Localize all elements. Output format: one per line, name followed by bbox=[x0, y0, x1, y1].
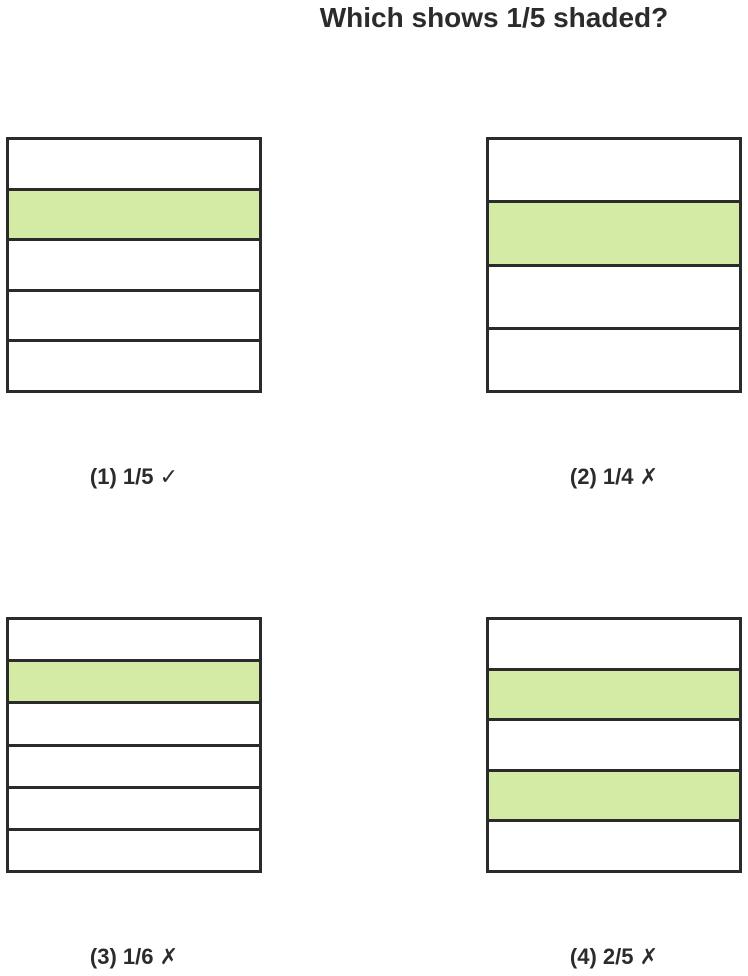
unshaded-part bbox=[489, 266, 739, 330]
unshaded-part bbox=[489, 822, 739, 870]
unshaded-part bbox=[9, 620, 259, 663]
unshaded-part bbox=[9, 788, 259, 831]
unshaded-part bbox=[9, 140, 259, 191]
option-2-bars bbox=[486, 137, 742, 393]
unshaded-part bbox=[9, 342, 259, 390]
shaded-part bbox=[9, 662, 259, 705]
check-icon: ✓ bbox=[159, 465, 179, 490]
cross-icon: ✗ bbox=[639, 465, 659, 490]
unshaded-part bbox=[9, 291, 259, 343]
option-2-caption: (2) 1/4 ✗ bbox=[464, 463, 748, 492]
option-3-caption: (3) 1/6 ✗ bbox=[0, 943, 284, 972]
unshaded-part bbox=[9, 746, 259, 789]
unshaded-part bbox=[9, 830, 259, 871]
unshaded-part bbox=[489, 721, 739, 772]
option-1-diagram[interactable] bbox=[6, 137, 262, 393]
cross-icon: ✗ bbox=[639, 945, 659, 970]
unshaded-part bbox=[9, 241, 259, 292]
shaded-part bbox=[489, 670, 739, 722]
option-2-label: (2) 1/4 bbox=[569, 464, 634, 489]
cross-icon: ✗ bbox=[159, 945, 179, 970]
option-4-label: (4) 2/5 bbox=[569, 944, 634, 969]
option-3-diagram[interactable] bbox=[6, 617, 262, 873]
option-1-bars bbox=[6, 137, 262, 393]
option-4-diagram[interactable] bbox=[486, 617, 742, 873]
option-2-diagram[interactable] bbox=[486, 137, 742, 393]
option-4-bars bbox=[486, 617, 742, 873]
option-1-label: (1) 1/5 bbox=[89, 464, 154, 489]
unshaded-part bbox=[489, 140, 739, 204]
shaded-part bbox=[489, 771, 739, 823]
question-title: Which shows 1/5 shaded? bbox=[319, 2, 669, 33]
unshaded-part bbox=[9, 704, 259, 747]
shaded-part bbox=[9, 190, 259, 242]
option-4-caption: (4) 2/5 ✗ bbox=[464, 943, 748, 972]
shaded-part bbox=[489, 203, 739, 267]
option-3-label: (3) 1/6 bbox=[89, 944, 154, 969]
unshaded-part bbox=[489, 620, 739, 671]
unshaded-part bbox=[489, 329, 739, 390]
option-1-caption: (1) 1/5 ✓ bbox=[0, 463, 284, 492]
option-3-bars bbox=[6, 617, 262, 873]
